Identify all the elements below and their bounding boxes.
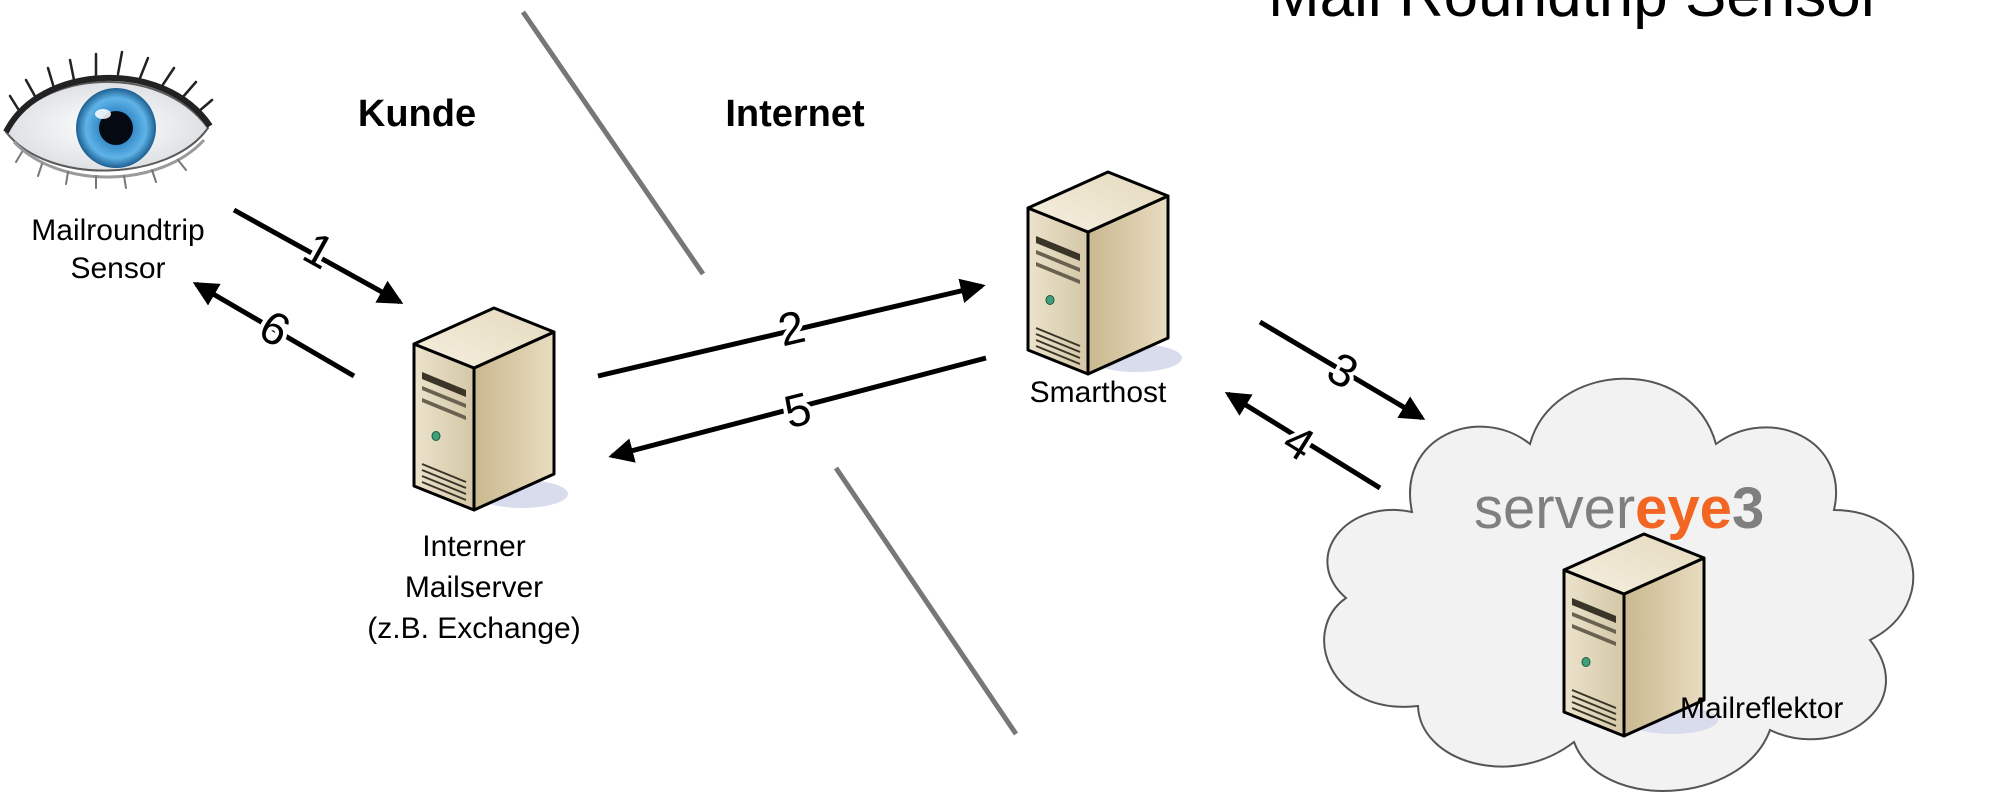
reflector-label: Mailreflektor bbox=[1680, 692, 1843, 725]
zone-label-internet: Internet bbox=[725, 93, 865, 135]
step-label-5: 5 bbox=[779, 382, 816, 439]
step-label-2: 2 bbox=[773, 300, 810, 356]
server-icon bbox=[1026, 170, 1184, 376]
arrow-6 bbox=[192, 281, 356, 379]
step-label-4: 4 bbox=[1274, 413, 1323, 471]
arrow-2 bbox=[597, 278, 986, 379]
sensor-label-line2: Sensor bbox=[70, 252, 165, 285]
arrow-5 bbox=[608, 355, 987, 463]
arrow-1 bbox=[232, 207, 404, 305]
step-label-3: 3 bbox=[1319, 341, 1367, 399]
diagram-title: Mail Roundtrip Sensor bbox=[1268, 0, 1881, 30]
mailserver-label-line1: Interner bbox=[422, 530, 525, 563]
sensor-label-line1: Mailroundtrip bbox=[31, 214, 204, 247]
arrow-3 bbox=[1258, 319, 1426, 421]
zone-divider-upper bbox=[520, 10, 706, 276]
mailserver-label-line2: Mailserver bbox=[405, 571, 543, 604]
mailserver-label-line3: (z.B. Exchange) bbox=[367, 612, 580, 645]
servereye-logo: servereye3 bbox=[1474, 476, 1764, 541]
step-label-6: 6 bbox=[251, 299, 299, 357]
zone-divider-lower bbox=[833, 466, 1019, 736]
server-icon bbox=[412, 306, 570, 512]
eye-icon bbox=[3, 50, 214, 189]
zone-label-customer: Kunde bbox=[358, 93, 476, 135]
smarthost-label: Smarthost bbox=[1030, 376, 1167, 409]
arrow-4 bbox=[1224, 391, 1382, 491]
